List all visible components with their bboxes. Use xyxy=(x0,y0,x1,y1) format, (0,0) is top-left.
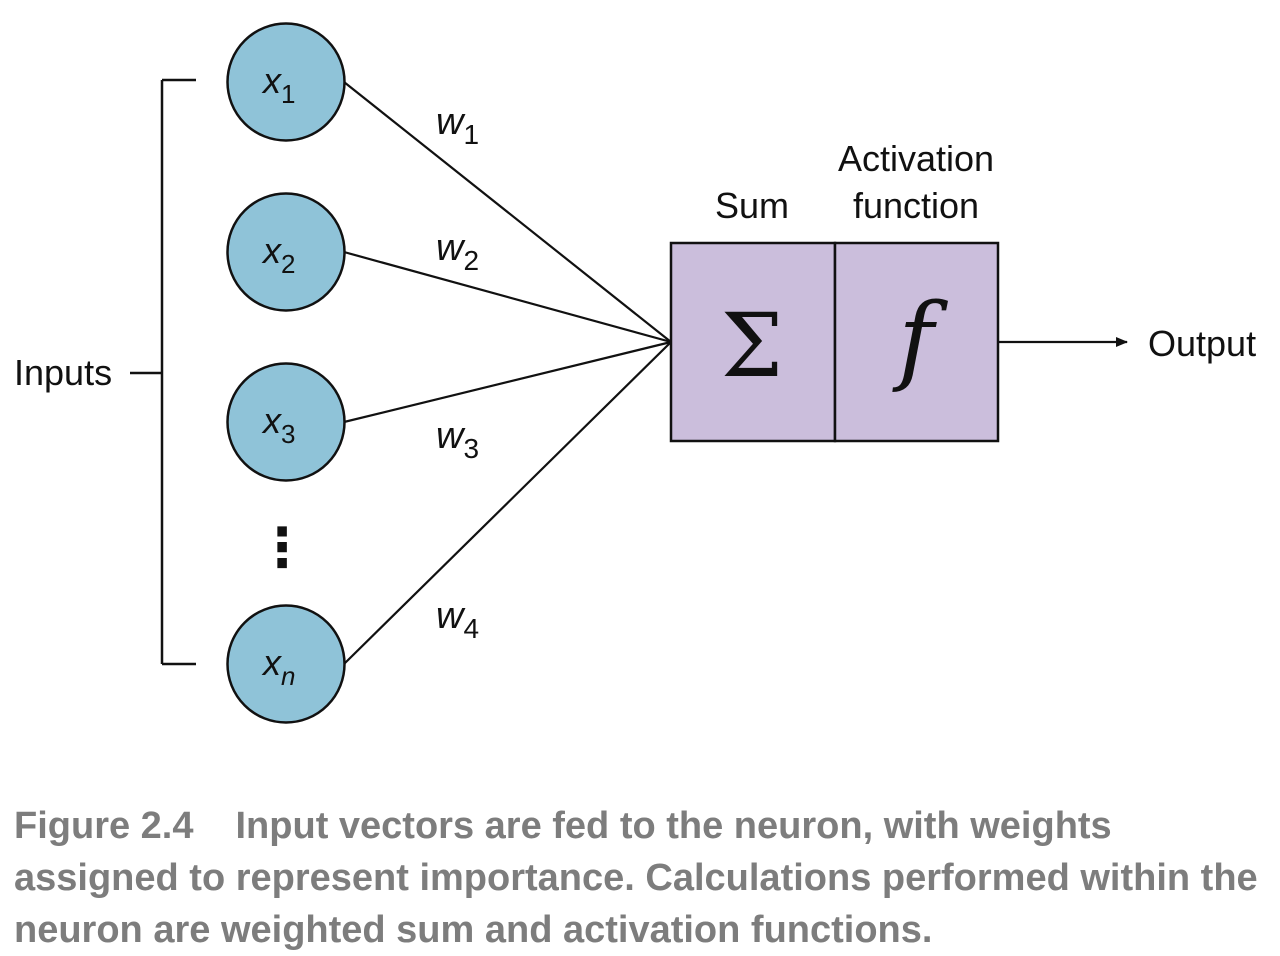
activation-label-line1: Activation xyxy=(838,138,994,179)
input-node-3: x3 xyxy=(226,362,346,482)
svg-text:xn: xn xyxy=(261,642,295,691)
inputs-bracket xyxy=(130,78,196,666)
connection-line-3 xyxy=(343,340,672,424)
output-label: Output xyxy=(1148,323,1256,364)
activation-box: f xyxy=(833,241,1000,443)
connection-line-4 xyxy=(343,341,672,665)
connection-line-1 xyxy=(343,81,672,343)
caption-text: Input vectors are fed to the neuron, wit… xyxy=(14,805,1258,951)
input-node-n: xn xyxy=(226,604,346,724)
figure-number: Figure 2.4 xyxy=(14,805,194,847)
input-node-1: x1 xyxy=(226,22,346,142)
activation-label-line2: function xyxy=(853,185,979,226)
neuron-diagram: Inputs x1 x2 x3 xn ⋮ w1 w2 w3 w4 Sum Act… xyxy=(14,22,1256,724)
input-node-2: x2 xyxy=(226,192,346,312)
svg-text:x1: x1 xyxy=(261,60,295,109)
inputs-label: Inputs xyxy=(14,352,112,393)
sum-box: Σ xyxy=(669,241,837,443)
connection-line-2 xyxy=(343,250,672,344)
weighted-connections xyxy=(343,81,672,665)
sum-label: Sum xyxy=(715,185,789,226)
weight-label-3: w3 xyxy=(436,415,479,464)
weight-label-4: w4 xyxy=(436,595,479,644)
sigma-symbol: Σ xyxy=(721,294,783,397)
weight-label-2: w2 xyxy=(436,227,479,276)
svg-text:x3: x3 xyxy=(261,400,295,449)
weight-label-1: w1 xyxy=(436,101,479,150)
vertical-ellipsis: ⋮ xyxy=(255,516,309,579)
svg-text:x2: x2 xyxy=(261,230,295,279)
